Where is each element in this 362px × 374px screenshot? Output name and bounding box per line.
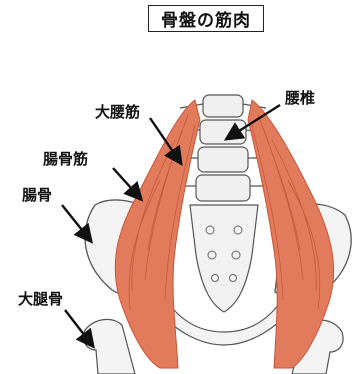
- sacrum: [190, 205, 258, 312]
- label-psoas-major: 大腰筋: [95, 101, 140, 122]
- label-iliacus: 腸骨筋: [43, 148, 88, 169]
- arrow-ilium: [62, 205, 90, 240]
- label-lumbar-vertebra: 腰椎: [285, 87, 315, 108]
- label-ilium: 腸骨: [22, 184, 52, 205]
- label-femur: 大腿骨: [18, 288, 63, 309]
- femur-left: [83, 319, 135, 374]
- arrow-iliacus: [113, 168, 140, 198]
